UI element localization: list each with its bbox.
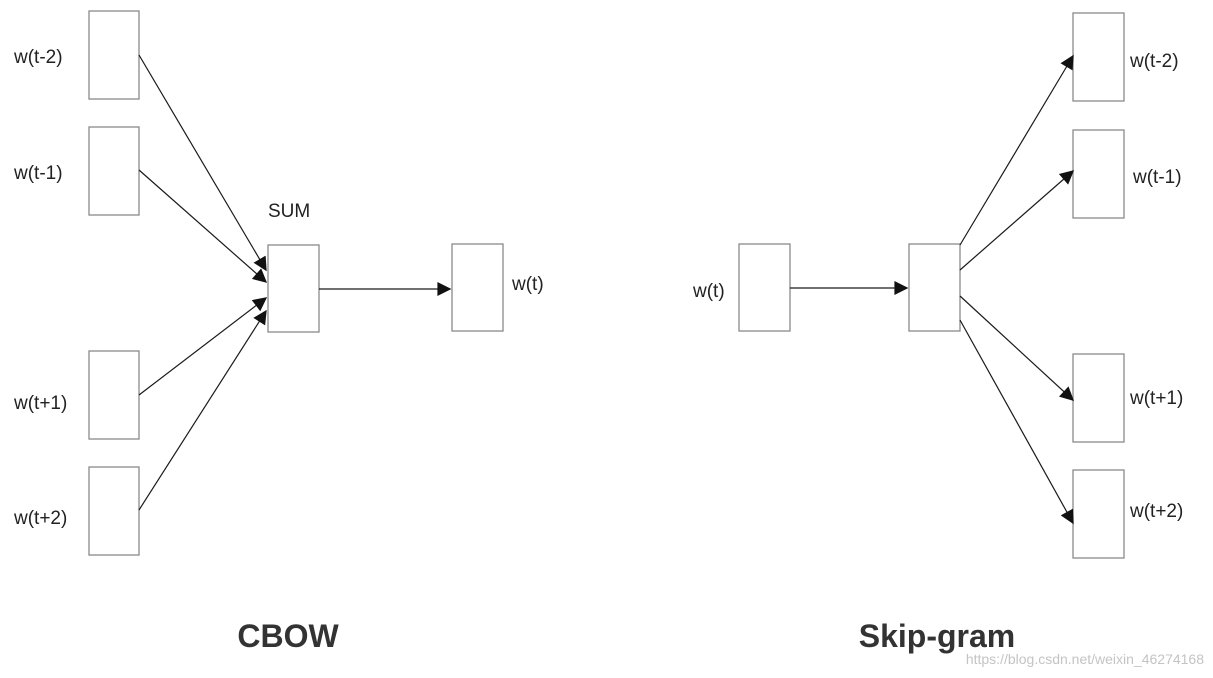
- cbow-output-label: w(t): [511, 274, 544, 295]
- skipgram-output-label: w(t+1): [1129, 388, 1183, 409]
- skipgram-output-label: w(t-2): [1129, 51, 1179, 72]
- cbow-input-label: w(t-2): [13, 47, 63, 68]
- cbow-sum-box: [267, 244, 320, 333]
- cbow-title: CBOW: [237, 618, 339, 654]
- cbow-arrow: [138, 54, 267, 272]
- skipgram-output-box-t-minus-1: [1072, 129, 1125, 219]
- cbow-arrow: [138, 309, 267, 511]
- skipgram-output-box-t-plus-2: [1072, 469, 1125, 559]
- skipgram-arrow: [959, 319, 1074, 525]
- cbow-input-box-t-plus-2: [88, 466, 140, 556]
- skipgram-arrow: [959, 54, 1074, 246]
- skipgram-input-box: [738, 243, 791, 332]
- cbow-input-box-t-minus-1: [88, 126, 140, 216]
- cbow-output-box: [451, 243, 504, 332]
- skipgram-model: w(t) w(t-2) w(t-1) w(t+1) w(t+2) Skip-gr…: [692, 12, 1183, 654]
- cbow-arrow: [138, 169, 268, 283]
- skipgram-output-box-t-plus-1: [1072, 353, 1125, 443]
- cbow-input-box-t-plus-1: [88, 350, 140, 440]
- skipgram-title: Skip-gram: [859, 618, 1015, 654]
- watermark-text: https://blog.csdn.net/weixin_46274168: [966, 651, 1204, 667]
- cbow-sum-label: SUM: [268, 201, 310, 222]
- cbow-input-box-t-minus-2: [88, 10, 140, 100]
- cbow-input-label: w(t+1): [13, 393, 67, 414]
- cbow-arrow: [138, 297, 268, 396]
- skipgram-arrow: [959, 170, 1075, 271]
- skipgram-output-box-t-minus-2: [1072, 12, 1125, 102]
- cbow-input-label: w(t+2): [13, 508, 67, 529]
- skipgram-output-label: w(t+2): [1129, 501, 1183, 522]
- skipgram-arrow: [959, 295, 1075, 401]
- skipgram-output-label: w(t-1): [1132, 167, 1182, 188]
- cbow-input-label: w(t-1): [13, 163, 63, 184]
- skipgram-input-label: w(t): [692, 281, 725, 302]
- skipgram-projection-box: [908, 243, 961, 332]
- cbow-model: w(t-2) w(t-1) w(t+1) w(t+2) SUM w(t) CBO…: [13, 10, 544, 654]
